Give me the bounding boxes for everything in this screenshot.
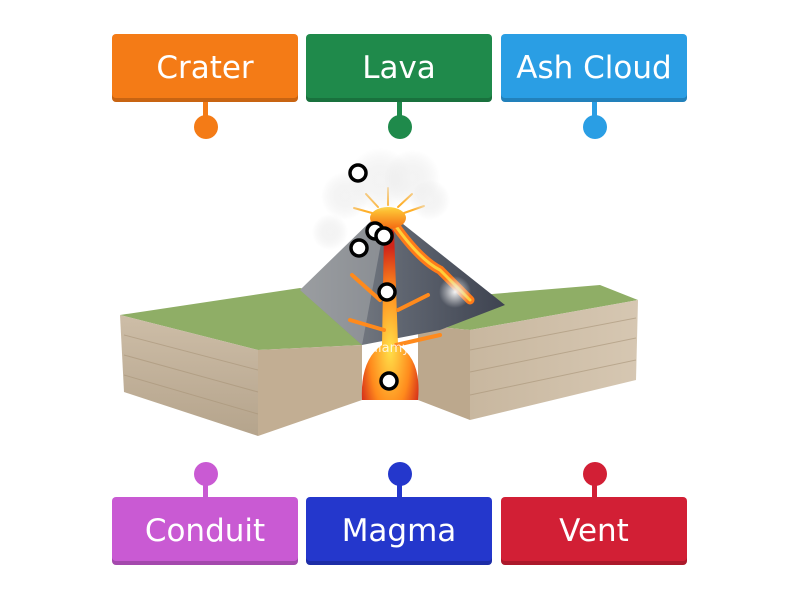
drop-target-marker-3[interactable]	[374, 226, 394, 246]
label-ash-cloud-stem	[592, 102, 597, 120]
label-ash-cloud-pin[interactable]	[583, 115, 607, 139]
watermark: alamy	[370, 341, 410, 356]
label-lava[interactable]: Lava	[306, 34, 492, 102]
label-lava-pin[interactable]	[388, 115, 412, 139]
label-crater-stem	[203, 102, 208, 120]
ground-block	[120, 285, 638, 436]
label-conduit-text: Conduit	[144, 513, 266, 549]
label-magma[interactable]: Magma	[306, 497, 492, 565]
drop-targets	[348, 163, 399, 391]
label-conduit[interactable]: Conduit	[112, 497, 298, 565]
magma-conduit	[348, 230, 442, 400]
label-ash-cloud[interactable]: Ash Cloud	[501, 34, 687, 102]
drop-target-marker-1[interactable]	[348, 163, 368, 183]
drop-target-marker-5[interactable]	[377, 282, 397, 302]
label-conduit-stem	[203, 480, 208, 498]
label-crater-text: Crater	[156, 50, 254, 86]
drop-target-marker-4[interactable]	[349, 238, 369, 258]
label-lava-stem	[397, 102, 402, 120]
ash-cloud-smoke	[312, 148, 471, 308]
label-vent-text: Vent	[559, 513, 629, 549]
label-ash-cloud-text: Ash Cloud	[516, 50, 672, 86]
label-crater-pin[interactable]	[194, 115, 218, 139]
label-magma-text: Magma	[341, 513, 457, 549]
label-lava-text: Lava	[362, 50, 436, 86]
drop-target-marker-6[interactable]	[379, 371, 399, 391]
label-vent[interactable]: Vent	[501, 497, 687, 565]
label-vent-stem	[592, 480, 597, 498]
label-magma-stem	[397, 480, 402, 498]
label-crater[interactable]: Crater	[112, 34, 298, 102]
